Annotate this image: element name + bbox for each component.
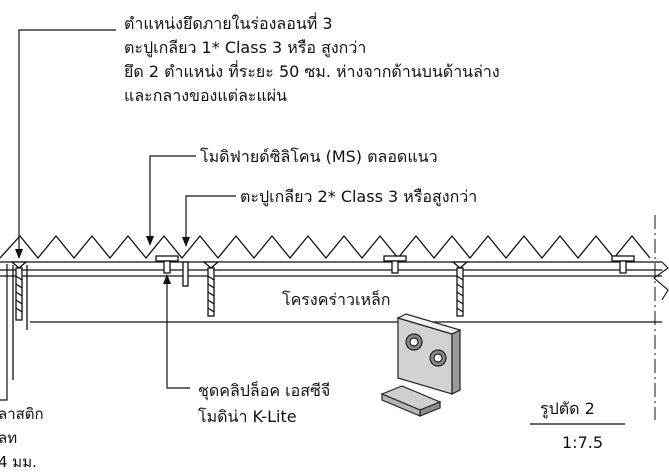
break-line — [653, 261, 669, 301]
clip-illustration — [380, 313, 462, 417]
arrow-screw2 — [182, 237, 190, 247]
callout-sealant: โมดิฟายด์ซิลิโคน (MS) ตลอดแนว — [200, 147, 438, 166]
arrow-fixing — [15, 249, 23, 259]
leader-sealant — [149, 155, 196, 244]
screw-left — [10, 261, 28, 321]
callout-fixing-line-2: ตะปูเกลียว 1* Class 3 หรือ สูงกว่า — [124, 38, 367, 57]
screw-small — [182, 261, 189, 287]
callout-fixing-line-3: ยึด 2 ตำแหน่ง ที่ระยะ 50 ซม. ห่างจากด้าน… — [124, 62, 500, 81]
callout-left-line-1: ลาสติก — [0, 405, 44, 423]
screw-2 — [451, 261, 469, 317]
clip-lock-2 — [383, 255, 407, 274]
callout-fixing-line-4: และกลางของแต่ละแผ่น — [124, 86, 288, 105]
corrugated-sheet — [0, 234, 651, 260]
callout-screw2: ตะปูเกลียว 2* Class 3 หรือสูงกว่า — [240, 187, 478, 206]
callout-frame: โครงคร่าวเหล็ก — [282, 290, 391, 309]
leader-left — [0, 264, 8, 401]
section-scale: 1:7.5 — [562, 433, 604, 452]
arrow-sealant — [146, 236, 154, 246]
callout-fixing-line-1: ตำแหน่งยึดภายในร่องลอนที่ 3 — [124, 14, 333, 33]
clip-lock-1 — [155, 255, 179, 274]
screw-1 — [202, 261, 220, 317]
callout-clip-line-1: ชุดคลิปล็อค เอสซีจี — [198, 381, 331, 400]
callout-left-line-2: ลท — [0, 429, 18, 447]
section-title: รูปตัด 2 — [540, 399, 595, 418]
leader-fixing — [18, 29, 116, 258]
arrow-clip — [163, 274, 171, 284]
callout-clip-line-2: โมดิน่า K-Lite — [198, 407, 297, 426]
clip-lock-3 — [611, 255, 635, 274]
leader-clip — [166, 278, 190, 389]
leader-screw2 — [185, 195, 236, 246]
callout-left-line-3: 4 มม. — [0, 453, 37, 471]
